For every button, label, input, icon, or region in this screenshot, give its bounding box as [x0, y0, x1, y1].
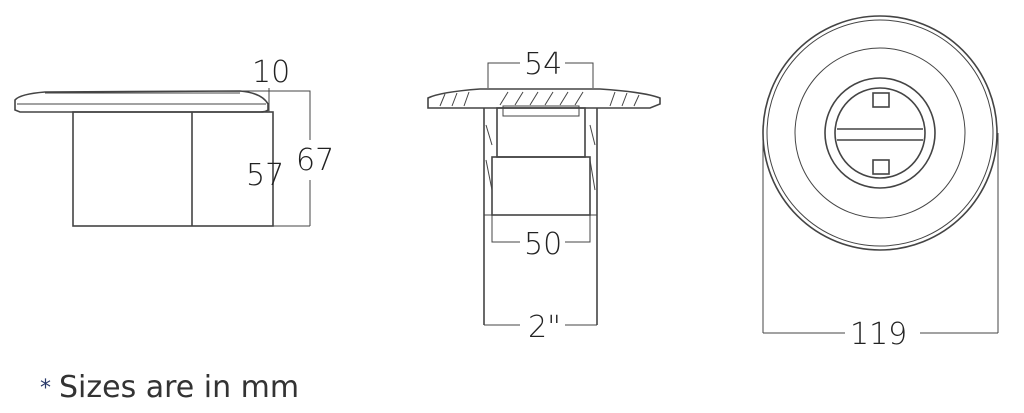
body-height-dimension: 57 — [246, 158, 284, 193]
inner-width-dimension: 50 — [524, 227, 562, 262]
flange-dimension: 10 — [252, 55, 290, 90]
units-note-text: Sizes are in mm — [59, 370, 300, 405]
top-width-dimension: 54 — [524, 47, 562, 82]
side-view: 10 57 67 — [14, 55, 334, 227]
section-view: 54 50 2" — [427, 47, 661, 345]
total-height-dimension: 67 — [296, 143, 334, 178]
asterisk-marker: * — [40, 376, 51, 401]
pipe-size-dimension: 2" — [528, 310, 561, 345]
diameter-dimension: 119 — [850, 317, 907, 352]
front-view: 119 — [762, 15, 999, 352]
units-note: * Sizes are in mm — [40, 370, 299, 405]
